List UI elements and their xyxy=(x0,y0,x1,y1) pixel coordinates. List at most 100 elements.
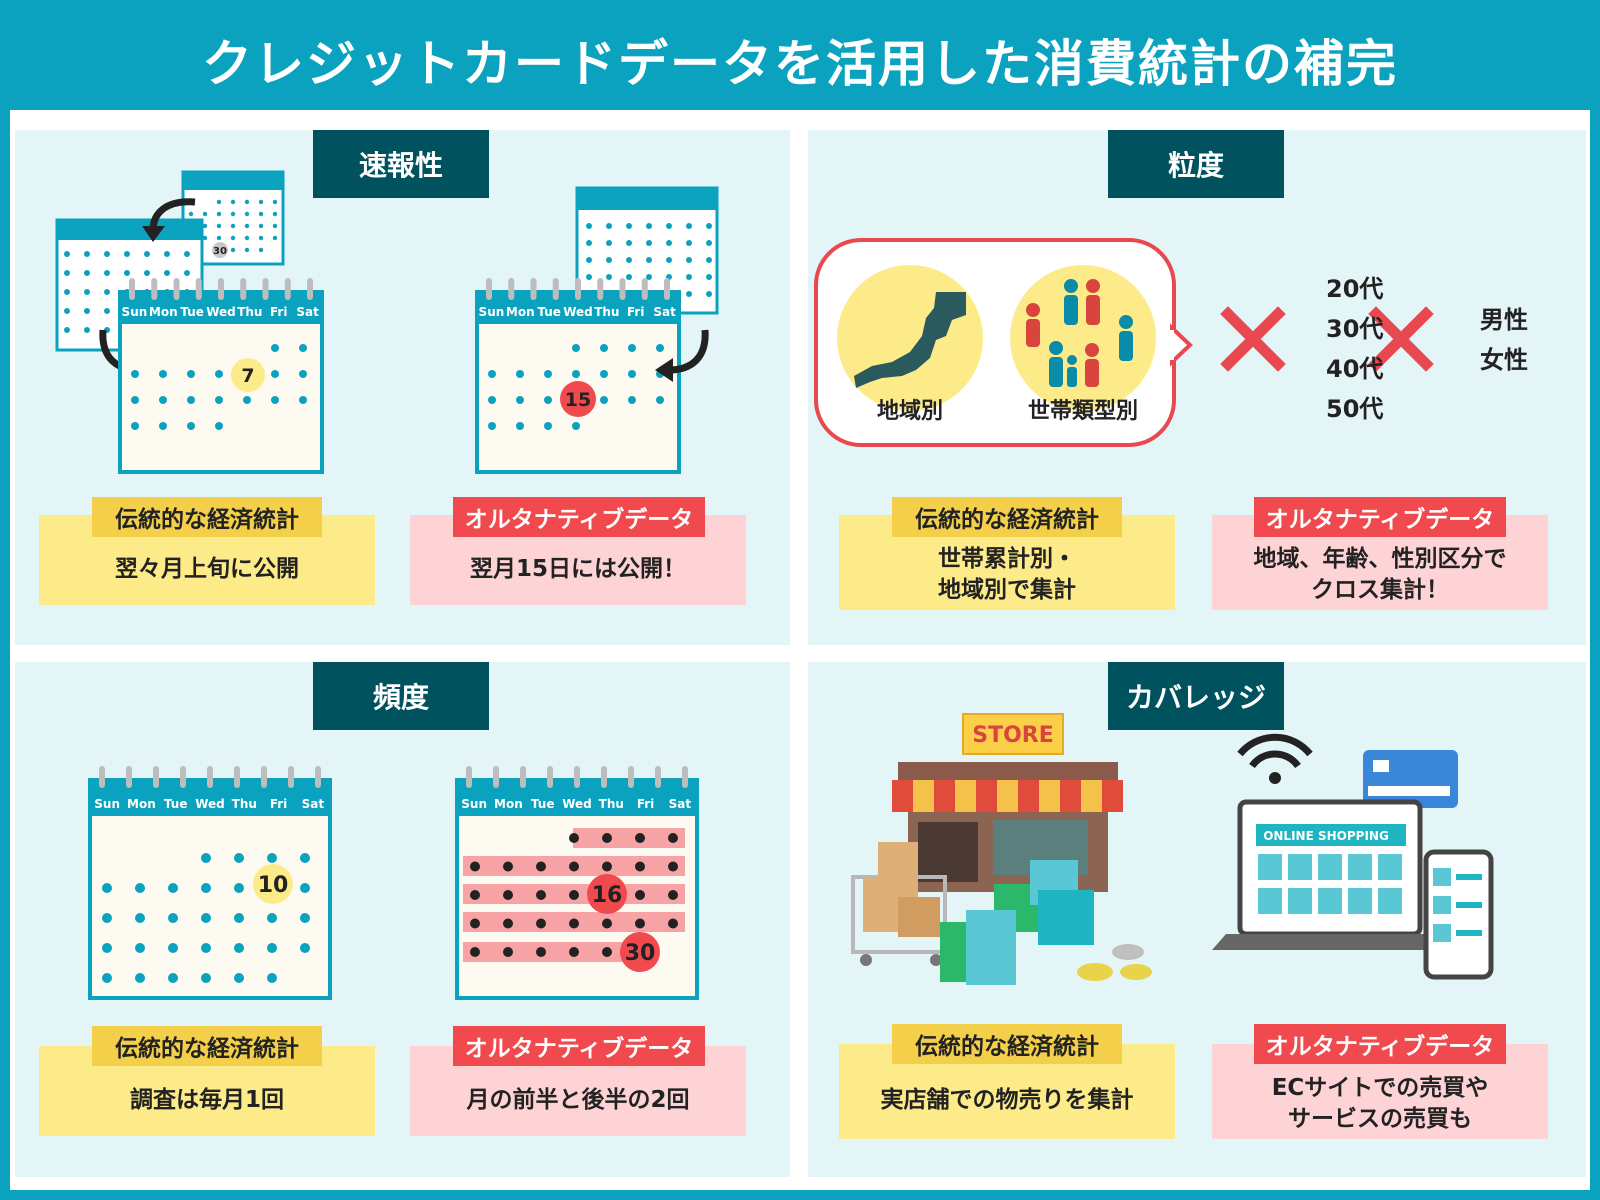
binder-ring xyxy=(307,278,313,300)
day-dot xyxy=(64,251,70,257)
day-dot xyxy=(258,235,264,241)
product-tile xyxy=(1348,854,1372,880)
day-dot xyxy=(600,396,608,404)
day-dot xyxy=(488,396,496,404)
weekday-label: Sun xyxy=(461,797,487,811)
age-20s: 20代 xyxy=(1326,275,1384,303)
age-30s: 30代 xyxy=(1326,315,1384,343)
age-40s: 40代 xyxy=(1326,355,1384,383)
binder-ring xyxy=(261,766,267,788)
day-dot xyxy=(600,344,608,352)
weekday-label: Thu xyxy=(599,797,624,811)
day-dot xyxy=(168,943,178,953)
awning-stripe xyxy=(1102,780,1123,812)
binder-ring xyxy=(601,766,607,788)
day-dot xyxy=(536,918,546,929)
shopping-cart-icon xyxy=(851,842,947,966)
online-banner-label: ONLINE SHOPPING xyxy=(1263,829,1389,843)
awning-stripe xyxy=(1018,780,1039,812)
day-dot xyxy=(215,370,223,378)
smartphone-icon xyxy=(1423,849,1494,980)
day-dot xyxy=(102,913,112,923)
day-dot xyxy=(258,247,264,253)
day-dot xyxy=(470,890,480,900)
day-dot xyxy=(144,270,150,276)
highlight-day-label: 30 xyxy=(625,941,656,966)
arrow-icon xyxy=(668,329,709,374)
day-dot xyxy=(135,973,145,983)
weekday-label: Wed xyxy=(563,305,593,319)
day-dot xyxy=(201,883,211,893)
day-dot xyxy=(230,247,236,253)
day-dot xyxy=(267,913,277,923)
day-dot xyxy=(706,274,712,280)
day-dot xyxy=(628,370,636,378)
weekday-label: Sun xyxy=(94,797,120,811)
japan-map-icon xyxy=(854,292,966,388)
day-dot xyxy=(258,199,264,205)
day-dot xyxy=(299,370,307,378)
day-dot xyxy=(668,890,678,900)
day-dot xyxy=(300,943,310,953)
day-dot xyxy=(516,396,524,404)
day-dot xyxy=(646,240,652,246)
weekday-label: Tue xyxy=(180,305,204,319)
highlight-day-circle xyxy=(253,864,293,904)
product-tile xyxy=(1258,888,1282,914)
people-icon xyxy=(1026,279,1133,387)
panel-title-speed: 速報性 xyxy=(313,130,489,198)
day-dot xyxy=(686,291,692,297)
day-dot xyxy=(668,918,678,929)
highlight-day-label: 10 xyxy=(258,873,289,898)
day-dot xyxy=(84,289,90,295)
weekday-label: Sun xyxy=(479,305,505,319)
binder-ring xyxy=(574,766,580,788)
day-dot xyxy=(168,913,178,923)
day-dot xyxy=(686,257,692,263)
panel-title-granularity: 粒度 xyxy=(1108,130,1284,198)
binder-ring xyxy=(619,278,626,300)
day-dot xyxy=(569,947,579,957)
day-dot xyxy=(606,274,612,280)
day-dot xyxy=(668,861,678,872)
day-dot xyxy=(602,947,612,957)
binder-ring xyxy=(207,766,213,788)
day-dot xyxy=(299,396,307,404)
day-dot xyxy=(503,947,513,957)
day-dot xyxy=(243,396,251,404)
binder-ring xyxy=(180,766,186,788)
weekday-label: Tue xyxy=(164,797,188,811)
day-dot xyxy=(544,396,552,404)
day-dot xyxy=(84,308,90,314)
day-dot xyxy=(102,973,112,983)
tag-alternative: オルタナティブデータ xyxy=(453,497,705,537)
day-dot xyxy=(244,211,250,217)
day-dot xyxy=(267,973,277,983)
day-dot xyxy=(64,270,70,276)
day-dot xyxy=(216,199,222,205)
awning-stripe xyxy=(1039,780,1060,812)
binder-ring xyxy=(520,766,526,788)
day-dot xyxy=(300,883,310,893)
tag-traditional: 伝統的な経済統計 xyxy=(892,1024,1122,1064)
day-dot xyxy=(666,240,672,246)
day-dot xyxy=(234,913,244,923)
day-dot xyxy=(569,833,579,843)
product-tile xyxy=(1288,854,1312,880)
day-dot xyxy=(628,344,636,352)
weekday-label: Wed xyxy=(206,305,236,319)
day-dot xyxy=(234,853,244,863)
panel-coverage: カバレッジ STORE xyxy=(808,662,1586,1177)
binder-ring xyxy=(641,278,648,300)
weekday-label: Sat xyxy=(669,797,692,811)
day-dot xyxy=(159,396,167,404)
weekday-label: Sat xyxy=(302,797,325,811)
day-dot xyxy=(202,235,208,241)
panel-title-coverage: カバレッジ xyxy=(1108,662,1284,730)
day-dot xyxy=(201,943,211,953)
binder-ring xyxy=(173,278,180,300)
